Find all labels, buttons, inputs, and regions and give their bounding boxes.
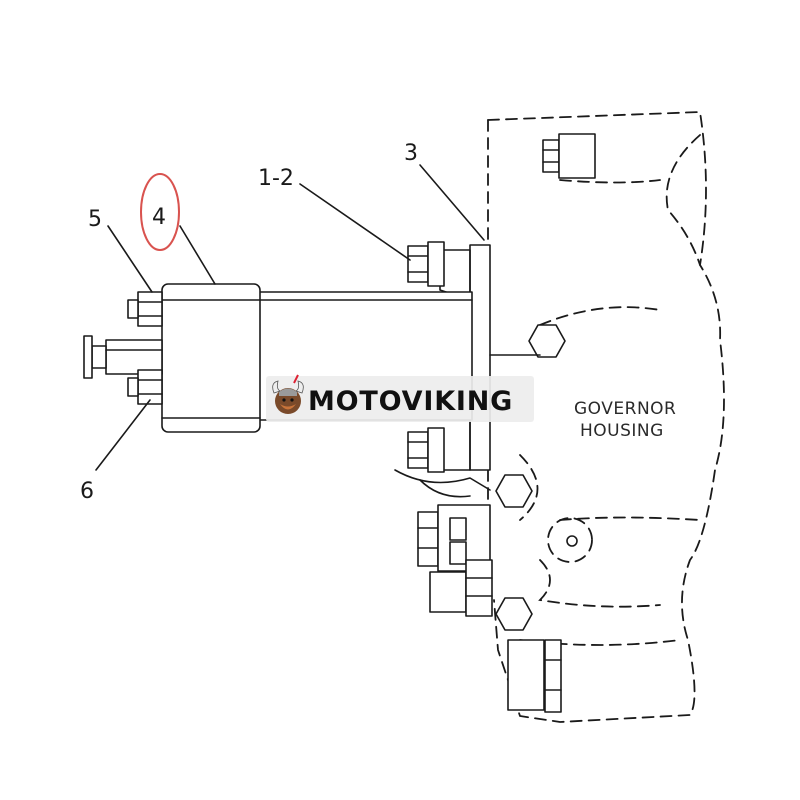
housing-label-line1: GOVERNOR — [574, 399, 676, 419]
terminal-nut-lower — [137, 369, 163, 405]
callout-5: 5 — [88, 207, 102, 232]
leader-lines — [95, 164, 485, 471]
housing-label-line2: HOUSING — [580, 421, 664, 441]
callout-3: 3 — [404, 141, 418, 166]
watermark-brand: MOTOVIKING — [308, 386, 513, 417]
hex-bolt-icon — [528, 324, 566, 358]
hex-bolt-icon — [495, 474, 533, 508]
lower-linkage — [394, 469, 545, 711]
cap-screw-icon — [542, 139, 560, 173]
bracket-bolt-lower — [407, 427, 445, 473]
callout-4: 4 — [152, 205, 166, 230]
watermark: MOTOVIKING — [266, 374, 534, 422]
bracket-bolt-upper — [407, 241, 445, 287]
highlight-circle — [140, 173, 180, 251]
terminal-nut-upper — [137, 291, 163, 327]
housing-bolts — [495, 133, 596, 713]
hex-bolt-icon — [495, 597, 533, 631]
callout-1-2: 1-2 — [258, 166, 294, 191]
viking-logo-icon — [272, 374, 304, 414]
cap-screw-icon — [544, 639, 562, 713]
callout-6: 6 — [80, 479, 94, 504]
